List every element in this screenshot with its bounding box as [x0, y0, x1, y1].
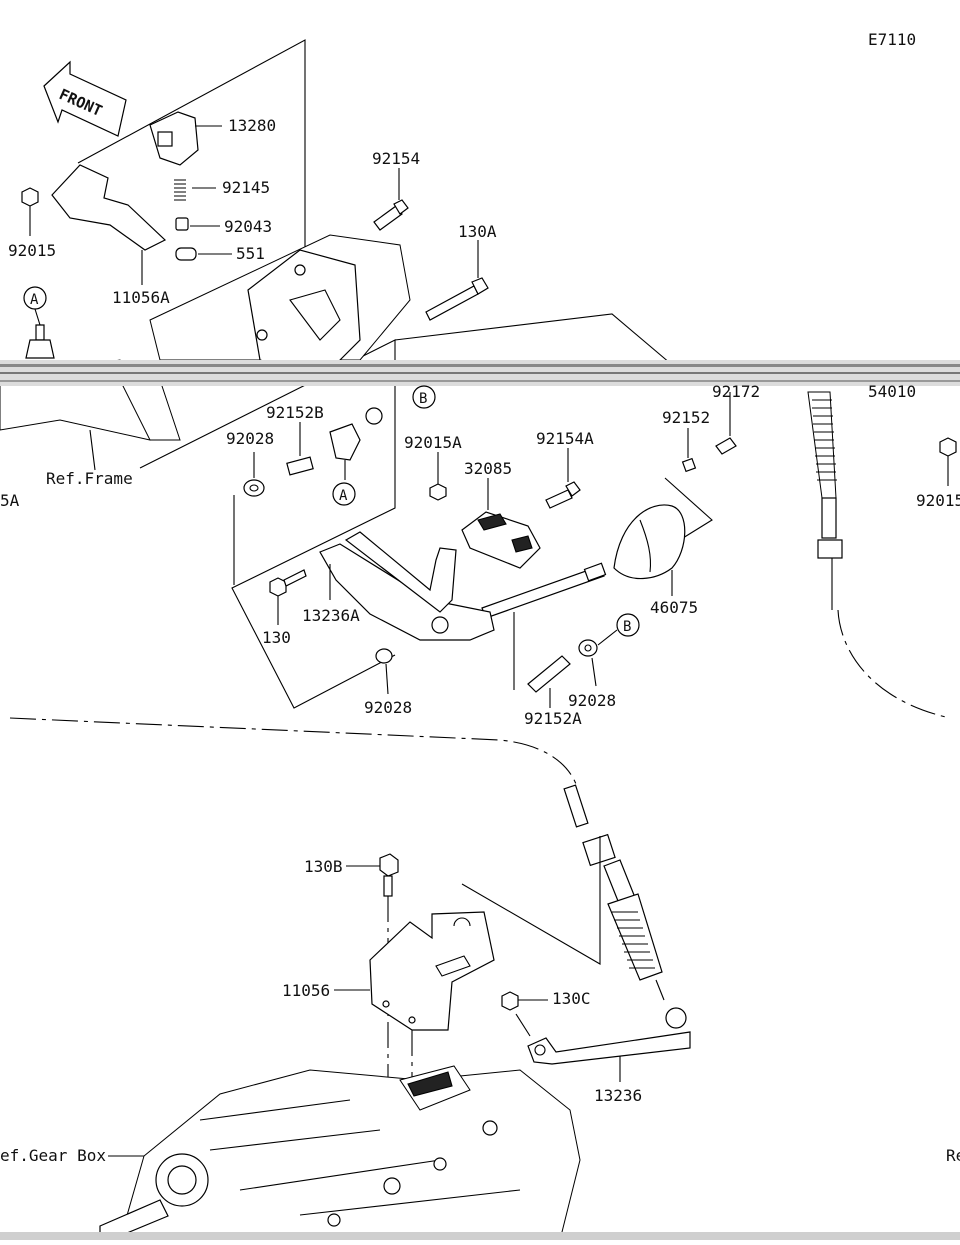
- shift-cable-upper: [807, 391, 951, 719]
- label-92152B: 92152B: [266, 403, 324, 422]
- part-11056-bracket: [334, 911, 495, 1100]
- part-92015-right-nut: [939, 437, 957, 486]
- label-92028-bottom: 92028: [364, 698, 412, 717]
- label-5A-edge: 5A: [0, 491, 20, 510]
- ref-frame-label: Ref.Frame: [46, 469, 133, 488]
- label-92015-left: 92015: [8, 241, 56, 260]
- label-32085: 32085: [464, 459, 512, 478]
- part-92152B: [286, 422, 314, 476]
- label-130: 130: [262, 628, 291, 647]
- part-130C-bolt: [501, 991, 548, 1037]
- part-92154A-bolt: [545, 448, 581, 509]
- gear-box: [99, 1065, 581, 1241]
- label-130C: 130C: [552, 989, 591, 1008]
- label-130A: 130A: [458, 222, 497, 241]
- part-11056A: [51, 164, 167, 285]
- part-13280: [149, 111, 222, 166]
- front-arrow-icon: FRONT: [43, 60, 127, 137]
- part-92028-top-washer: [243, 452, 265, 497]
- part-130A-bolt: [425, 240, 489, 321]
- part-13236-lever: [527, 1031, 691, 1082]
- callout-a-lower-label: A: [339, 488, 348, 504]
- cable-routing-dashed: [9, 717, 577, 785]
- upper-mount-bracket: [247, 249, 361, 381]
- label-130B: 130B: [304, 857, 343, 876]
- part-32085-guide: [461, 478, 541, 569]
- ref-gear-box-label: ef.Gear Box: [0, 1146, 106, 1165]
- label-92152A: 92152A: [524, 709, 582, 728]
- label-92028-top: 92028: [226, 429, 274, 448]
- label-92152: 92152: [662, 408, 710, 427]
- part-92145-spring: [174, 179, 216, 201]
- lower-frame-line: [461, 836, 601, 965]
- part-92172: [715, 392, 737, 455]
- label-551: 551: [236, 244, 265, 263]
- label-92015A: 92015A: [404, 433, 462, 452]
- part-92015-left-nut: [21, 187, 39, 236]
- part-92154-bolt: [373, 168, 409, 231]
- callout-b-upper-label: B: [419, 391, 427, 407]
- label-92172: 92172: [712, 382, 760, 401]
- callout-a-upper: A: [23, 286, 55, 359]
- label-13236: 13236: [594, 1086, 642, 1105]
- part-551-pin: [175, 247, 232, 261]
- part-92152A-pin: [513, 612, 571, 708]
- label-92154: 92154: [372, 149, 420, 168]
- label-11056A: 11056A: [112, 288, 170, 307]
- part-92028-right-washer: [578, 639, 598, 687]
- label-13280: 13280: [228, 116, 276, 135]
- callout-a-lower: A: [332, 482, 356, 506]
- label-11056: 11056: [282, 981, 330, 1000]
- label-13236A: 13236A: [302, 606, 360, 625]
- part-46075-knob: [613, 504, 686, 596]
- label-92145: 92145: [222, 178, 270, 197]
- part-130B-bolt: [346, 853, 399, 1090]
- label-92043: 92043: [224, 217, 272, 236]
- callout-b-lower: B: [597, 613, 640, 646]
- part-92015A-nut: [429, 452, 447, 501]
- shift-rod: [481, 562, 607, 619]
- pivot-fitting: [329, 407, 383, 480]
- label-92028-right: 92028: [568, 691, 616, 710]
- part-130-bolt: [269, 569, 307, 625]
- ref-right-edge-label: Re: [946, 1146, 960, 1165]
- scan-noise-bottom: [0, 1232, 960, 1240]
- callout-b-lower-label: B: [623, 619, 631, 635]
- label-92015-right: 92015: [916, 491, 960, 510]
- label-54010: 54010: [868, 382, 916, 401]
- callout-b-upper: B: [412, 385, 436, 409]
- label-46075: 46075: [650, 598, 698, 617]
- callout-a-upper-label: A: [30, 292, 39, 308]
- diagram-code: E7110: [868, 30, 916, 49]
- part-92043: [175, 217, 220, 231]
- part-92152: [681, 428, 697, 473]
- part-92028-bottom-washer: [375, 648, 393, 695]
- scan-noise-band: [0, 360, 960, 386]
- shift-cable-lower: [563, 784, 687, 1029]
- part-13236A-lever: [319, 531, 495, 641]
- label-92154A: 92154A: [536, 429, 594, 448]
